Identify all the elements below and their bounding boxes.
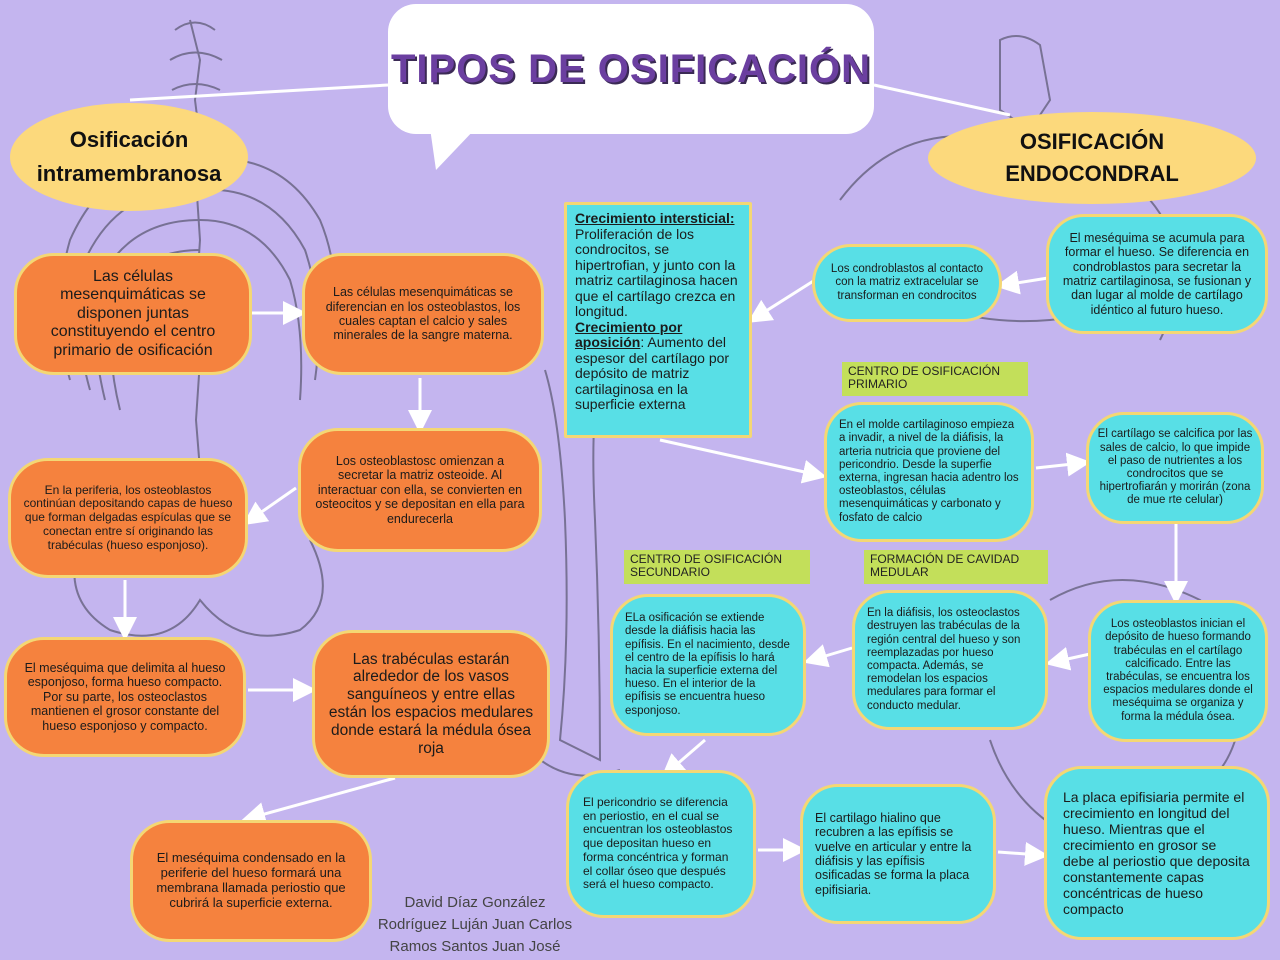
endo-node-1-text: El meséquima se acumula para formar el h…	[1062, 230, 1252, 317]
credits: David Díaz González Rodríguez Luján Juan…	[360, 892, 590, 958]
endo-node-7: ELa osificación se extiende desde la diá…	[610, 594, 806, 736]
endo-node-5: Los osteoblastos inician el depósito de …	[1088, 600, 1268, 742]
intra-node-2-text: Las células mesenquimáticas se diferenci…	[325, 285, 521, 343]
title-bubble: TIPOS DE OSIFICACIÓN	[388, 4, 874, 134]
intramembranous-header: Osificación intramembranosa	[10, 103, 248, 211]
appositional-title: Crecimiento por aposición	[575, 318, 683, 350]
intra-node-1: Las células mesenquimáticas se disponen …	[14, 253, 252, 375]
credit-line-3: Ramos Santos Juan José	[389, 938, 561, 955]
endochondral-header: OSIFICACIÓN ENDOCONDRAL	[928, 112, 1256, 204]
endo-node-9-text: El cartilago hialino que recubren a las …	[815, 810, 972, 897]
endo-node-10-text: La placa epifisiaria permite el crecimie…	[1063, 788, 1250, 918]
endo-node-10: La placa epifisiaria permite el crecimie…	[1044, 766, 1270, 940]
credit-line-1: David Díaz González	[404, 894, 546, 911]
appositional-text: : Aumento del espesor del cartílago por …	[575, 334, 730, 412]
intra-node-3: Los osteoblastosc omienzan a secretar la…	[298, 428, 542, 552]
growth-box: Crecimiento intersticial: Proliferación …	[564, 202, 752, 438]
intra-node-1-text: Las células mesenquimáticas se disponen …	[50, 268, 216, 359]
endo-node-2: Los condroblastos al contacto con la mat…	[812, 244, 1002, 322]
endo-node-9: El cartilago hialino que recubren a las …	[800, 784, 996, 924]
endo-node-1: El meséquima se acumula para formar el h…	[1046, 214, 1268, 334]
credit-line-2: Rodríguez Luján Juan Carlos	[377, 916, 573, 933]
intra-node-6: Las trabéculas estarán alrededor de los …	[312, 630, 550, 778]
label-primary-center: CENTRO DE OSIFICACIÓN PRIMARIO	[842, 362, 1028, 396]
intra-node-5: El meséquima que delimita al hueso espon…	[4, 637, 246, 757]
endo-node-8: El pericondrio se diferencia en periosti…	[566, 770, 756, 918]
interstitial-title: Crecimiento intersticial:	[575, 210, 735, 226]
endo-node-4: El cartílago se calcifica por las sales …	[1086, 412, 1264, 524]
interstitial-text: Proliferación de los condrocitos, se hip…	[575, 225, 738, 319]
endo-node-3: En el molde cartilaginoso empieza a inva…	[824, 402, 1034, 542]
intra-node-4-text: En la periferia, los osteoblastos contin…	[23, 482, 233, 552]
intra-node-6-text: Las trabéculas estarán alrededor de los …	[328, 650, 534, 757]
intra-node-7-text: El meséquima condensado en la periferie …	[156, 850, 346, 910]
endo-node-3-text: En el molde cartilaginoso empieza a inva…	[839, 419, 1019, 524]
endo-node-8-text: El pericondrio se diferencia en periosti…	[583, 794, 733, 892]
intramembranous-header-text: Osificación intramembranosa	[36, 127, 222, 186]
endo-node-4-text: El cartílago se calcifica por las sales …	[1097, 428, 1253, 507]
label-secondary-center: CENTRO DE OSIFICACIÓN SECUNDARIO	[624, 550, 810, 584]
intra-node-4: En la periferia, los osteoblastos contin…	[8, 458, 248, 578]
label-medullary-cavity: FORMACIÓN DE CAVIDAD MEDULAR	[864, 550, 1048, 584]
page-title: TIPOS DE OSIFICACIÓN	[390, 46, 872, 91]
endo-node-5-text: Los osteoblastos inician el depósito de …	[1103, 618, 1253, 723]
intra-node-3-text: Los osteoblastosc omienzan a secretar la…	[315, 454, 525, 526]
intra-node-5-text: El meséquima que delimita al hueso espon…	[24, 661, 226, 733]
intra-node-2: Las células mesenquimáticas se diferenci…	[302, 253, 544, 375]
endo-node-7-text: ELa osificación se extiende desde la diá…	[625, 612, 790, 717]
title-bubble-tail	[430, 128, 476, 170]
endo-node-6-text: En la diáfisis, los osteoclastos destruy…	[867, 607, 1021, 712]
endochondral-header-text: OSIFICACIÓN ENDOCONDRAL	[1005, 129, 1179, 186]
endo-node-6: En la diáfisis, los osteoclastos destruy…	[852, 590, 1048, 730]
endo-node-2-text: Los condroblastos al contacto con la mat…	[830, 263, 984, 302]
intra-node-7: El meséquima condensado en la periferie …	[130, 820, 372, 942]
